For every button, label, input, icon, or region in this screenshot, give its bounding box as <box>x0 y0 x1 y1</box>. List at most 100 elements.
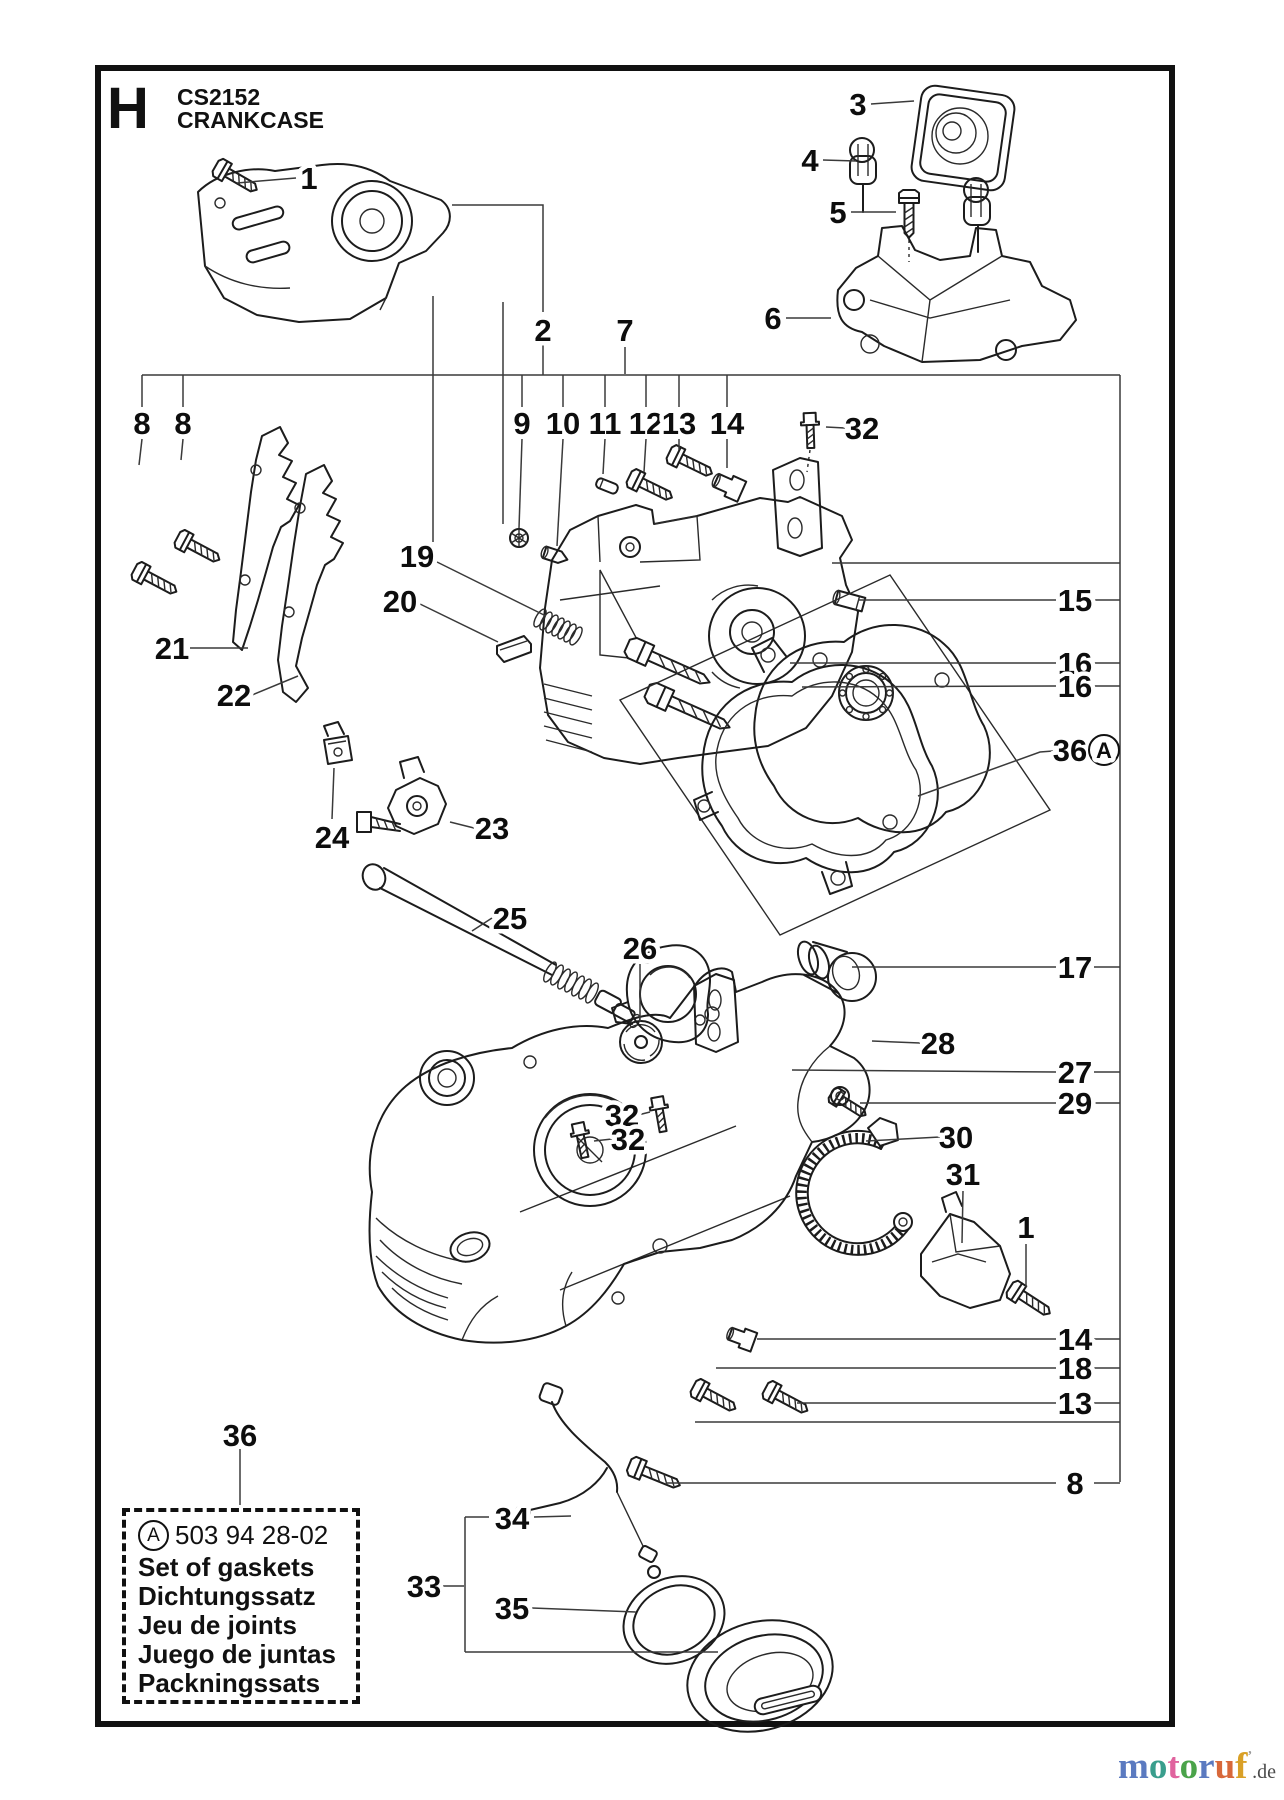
screw-part-32-mid2 <box>567 1120 595 1161</box>
leader-line <box>594 1139 612 1141</box>
leader-lines <box>139 101 1120 1652</box>
callout-label: 12 <box>629 406 663 441</box>
bumper-spike-plates <box>233 427 343 702</box>
callout-label: 26 <box>623 931 657 966</box>
leader-line <box>519 439 522 528</box>
callout-label: 1 <box>1017 1210 1034 1245</box>
brake-band-part-30 <box>796 1118 912 1255</box>
bushing-part-14 <box>709 469 746 502</box>
callout-label: 18 <box>1058 1351 1092 1386</box>
lower-crankcase-half <box>370 968 870 1342</box>
pin-part-11 <box>595 477 619 495</box>
screw-part-18 <box>687 1376 742 1419</box>
callout-label: 32 <box>845 411 879 446</box>
callout-label: 28 <box>921 1026 955 1061</box>
callout-label: 36 <box>223 1418 257 1453</box>
leader-line <box>802 686 1056 687</box>
diagram-frame <box>95 65 1175 1727</box>
damper-part-4b <box>964 178 990 252</box>
tensioner-part-23 <box>357 757 446 834</box>
logo-suffix: .de <box>1252 1761 1277 1783</box>
callout-label: 30 <box>939 1120 973 1155</box>
seal-ring-part-35 <box>609 1560 738 1679</box>
screw-part-8-bottom <box>624 1454 685 1496</box>
callout-label: 19 <box>400 539 434 574</box>
guide-bar-plate <box>198 164 450 322</box>
screw-part-1-bottom <box>1003 1278 1057 1323</box>
leader-line <box>638 1112 650 1115</box>
circled-a-marker <box>1089 735 1119 765</box>
logo-letter: r <box>1198 1746 1215 1787</box>
leader-line <box>472 918 492 931</box>
leader-line <box>792 1070 1056 1072</box>
key-part-20 <box>497 636 531 662</box>
leader-line <box>532 1608 636 1612</box>
section-letter: H <box>107 76 149 141</box>
mount-plate-part-6 <box>837 226 1076 362</box>
callout-label: 11 <box>589 406 622 441</box>
gasket-sheet-rhombus <box>620 575 1050 935</box>
leader-line <box>644 439 646 472</box>
screw-part-8-left1 <box>128 559 183 602</box>
callout-label: 16 <box>1058 669 1092 704</box>
callout-label: 10 <box>546 406 580 441</box>
callout-label: 29 <box>1058 1086 1092 1121</box>
gasket-kit-part-number: 503 94 28-02 <box>175 1520 329 1550</box>
screw-part-13-top <box>663 442 718 484</box>
callout-label: 36 <box>1053 733 1087 768</box>
callout-label: 25 <box>493 901 527 936</box>
logo-letter: o <box>1148 1746 1168 1787</box>
callout-label: 14 <box>710 406 745 441</box>
bushing-part-14-bottom <box>724 1323 757 1351</box>
leader-line <box>557 439 563 546</box>
model-title: CS2152 CRANKCASE <box>177 85 324 134</box>
callout-label: 8 <box>1066 1466 1083 1501</box>
motoruf-logo: motoruf’.de <box>1118 1748 1276 1785</box>
section-name: CRANKCASE <box>177 107 324 134</box>
callout-label: 6 <box>764 301 781 336</box>
screw-part-32-top <box>799 411 821 450</box>
logo-letter: m <box>1118 1746 1149 1787</box>
leader-line <box>534 1516 571 1517</box>
gasket-kit-line-fr: Jeu de joints <box>138 1610 297 1641</box>
leader-line <box>871 101 914 104</box>
callout-label: 8 <box>174 406 191 441</box>
callout-label: 32 <box>611 1122 645 1157</box>
logo-letter: u <box>1214 1746 1236 1787</box>
callout-label: 7 <box>616 313 633 348</box>
callout-label: 27 <box>1058 1055 1092 1090</box>
callout-label: 15 <box>1058 583 1092 618</box>
worm-gear-part-26 <box>620 1021 662 1063</box>
leader-line <box>332 768 334 819</box>
clip-part-24 <box>324 722 352 764</box>
gasket-kit-note: A 503 94 28-02 Set of gaskets Dichtungss… <box>122 1508 360 1704</box>
gasket-kit-line-sv: Packningssats <box>138 1668 321 1699</box>
primer-part-28 <box>794 939 876 1001</box>
callout-label: 17 <box>1058 950 1092 985</box>
callout-label: 4 <box>801 143 819 178</box>
screw-part-5 <box>898 189 920 239</box>
gasket-kit-line-es: Juego de juntas <box>138 1639 336 1670</box>
logo-letter: f <box>1235 1746 1248 1787</box>
callout-label: 14 <box>1058 1322 1093 1357</box>
logo-letter: t <box>1167 1746 1180 1787</box>
gasket-kit-line-en: Set of gaskets <box>138 1552 315 1582</box>
leader-line <box>181 439 183 460</box>
callout-label: 9 <box>513 406 530 441</box>
screw-part-32-mid1 <box>647 1094 674 1135</box>
circled-a-label: A <box>1096 738 1112 763</box>
circled-a-icon: A <box>138 1520 169 1551</box>
callout-label: 16 <box>1058 646 1092 681</box>
callout-label: 22 <box>217 678 251 713</box>
logo-word: motoruf <box>1118 1746 1248 1787</box>
oil-cap-part-33 <box>674 1604 846 1749</box>
leader-line <box>826 427 845 428</box>
callout-label: 20 <box>383 584 417 619</box>
adjuster-rod-part-25 <box>359 861 642 1029</box>
callout-label: 24 <box>315 820 350 855</box>
callout-label: 1 <box>300 161 317 196</box>
leader-line <box>237 178 296 183</box>
